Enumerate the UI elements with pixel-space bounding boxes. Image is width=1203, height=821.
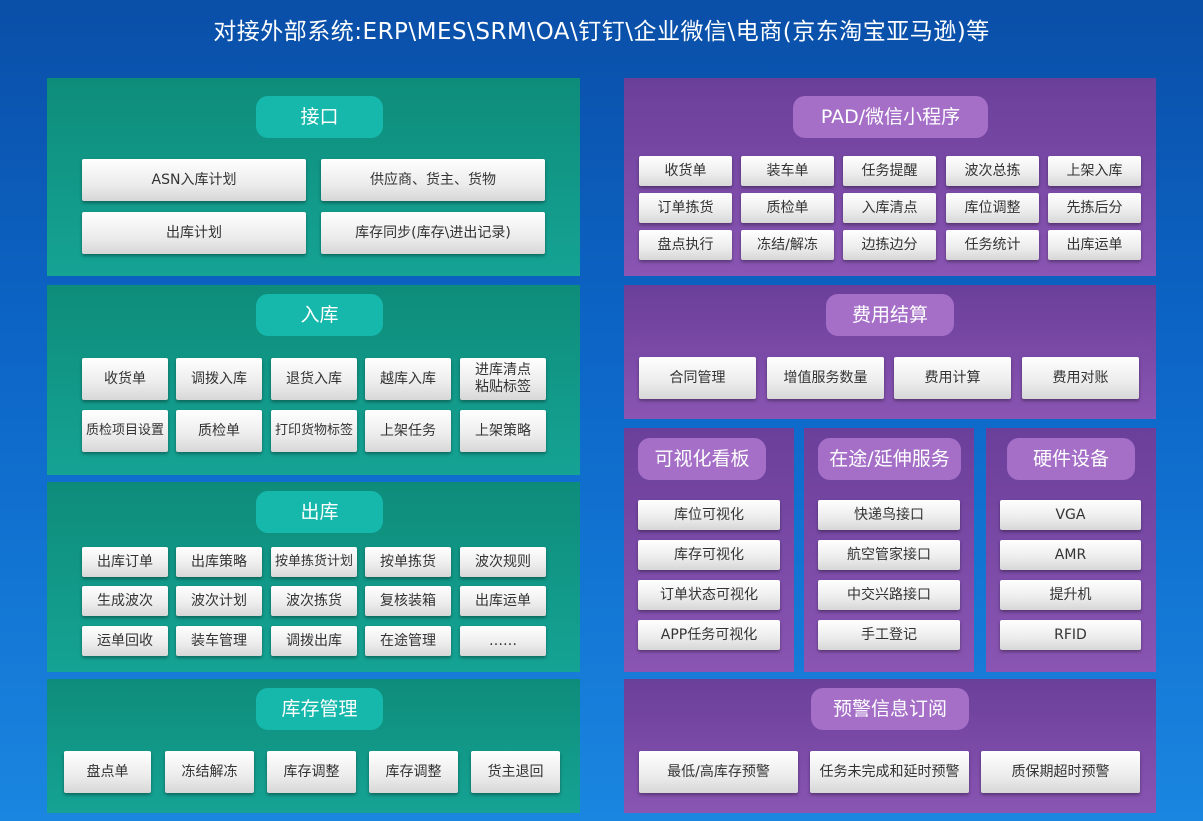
inbound-panel: 入库 收货单 调拨入库 退货入库 越库入库 进库清点粘贴标签 质检项目设置 质检… [47, 285, 580, 475]
inbound-item[interactable]: 退货入库 [271, 358, 357, 400]
alerts-header: 预警信息订阅 [811, 688, 969, 730]
outbound-item[interactable]: 出库运单 [460, 586, 546, 616]
outbound-item[interactable]: 运单回收 [82, 626, 168, 656]
transit-item[interactable]: 手工登记 [818, 620, 960, 650]
hardware-item[interactable]: AMR [1000, 540, 1141, 570]
inventory-item[interactable]: 库存调整 [369, 751, 458, 793]
outbound-item[interactable]: 按单拣货计划 [271, 547, 357, 577]
alerts-item[interactable]: 质保期超时预警 [981, 751, 1140, 793]
pad-item[interactable]: 边拣边分 [843, 230, 936, 260]
pad-item[interactable]: 质检单 [741, 193, 834, 223]
pad-item[interactable]: 先拣后分 [1048, 193, 1141, 223]
page-title: 对接外部系统:ERP\MES\SRM\OA\钉钉\企业微信\电商(京东淘宝亚马逊… [213, 19, 990, 45]
outbound-item[interactable]: 按单拣货 [365, 547, 451, 577]
inventory-item[interactable]: 库存调整 [267, 751, 356, 793]
inbound-item[interactable]: 进库清点粘贴标签 [460, 358, 546, 400]
outbound-item[interactable]: 波次计划 [176, 586, 262, 616]
pad-item[interactable]: 收货单 [639, 156, 732, 186]
dashboard-item[interactable]: 库位可视化 [638, 500, 780, 530]
interface-panel: 接口 ASN入库计划 供应商、货主、货物 出库计划 库存同步(库存\进出记录) [47, 78, 580, 276]
outbound-item[interactable]: 在途管理 [365, 626, 451, 656]
inventory-item[interactable]: 货主退回 [471, 751, 560, 793]
dashboard-item[interactable]: 库存可视化 [638, 540, 780, 570]
alerts-item[interactable]: 最低/高库存预警 [639, 751, 798, 793]
pad-item[interactable]: 订单拣货 [639, 193, 732, 223]
outbound-item[interactable]: 波次拣货 [271, 586, 357, 616]
inbound-header: 入库 [256, 294, 383, 336]
pad-item[interactable]: 波次总拣 [946, 156, 1039, 186]
outbound-item[interactable]: 调拨出库 [271, 626, 357, 656]
transit-item[interactable]: 中交兴路接口 [818, 580, 960, 610]
hardware-item[interactable]: VGA [1000, 500, 1141, 530]
inventory-panel: 库存管理 盘点单 冻结解冻 库存调整 库存调整 货主退回 [47, 679, 580, 813]
billing-item[interactable]: 增值服务数量 [767, 357, 884, 399]
billing-panel: 费用结算 合同管理 增值服务数量 费用计算 费用对账 [624, 285, 1156, 419]
dashboard-header: 可视化看板 [638, 438, 766, 480]
inbound-item[interactable]: 调拨入库 [176, 358, 262, 400]
pad-item[interactable]: 任务统计 [946, 230, 1039, 260]
interface-item[interactable]: ASN入库计划 [82, 159, 306, 201]
outbound-item[interactable]: 出库策略 [176, 547, 262, 577]
inbound-item[interactable]: 上架策略 [460, 410, 546, 452]
transit-header: 在途/延伸服务 [818, 438, 961, 480]
hardware-item[interactable]: RFID [1000, 620, 1141, 650]
inbound-item[interactable]: 质检单 [176, 410, 262, 452]
inventory-header: 库存管理 [256, 688, 383, 730]
inventory-item[interactable]: 冻结解冻 [165, 751, 254, 793]
pad-item[interactable]: 盘点执行 [639, 230, 732, 260]
billing-item[interactable]: 费用对账 [1022, 357, 1139, 399]
outbound-panel: 出库 出库订单 出库策略 按单拣货计划 按单拣货 波次规则 生成波次 波次计划 … [47, 482, 580, 672]
inbound-item[interactable]: 质检项目设置 [82, 410, 168, 452]
inbound-item[interactable]: 收货单 [82, 358, 168, 400]
pad-item[interactable]: 库位调整 [946, 193, 1039, 223]
dashboard-panel: 可视化看板 库位可视化 库存可视化 订单状态可视化 APP任务可视化 [624, 428, 794, 672]
interface-header: 接口 [256, 96, 383, 138]
outbound-item[interactable]: 生成波次 [82, 586, 168, 616]
outbound-header: 出库 [256, 491, 383, 533]
interface-item[interactable]: 供应商、货主、货物 [321, 159, 545, 201]
dashboard-item[interactable]: APP任务可视化 [638, 620, 780, 650]
pad-item[interactable]: 冻结/解冻 [741, 230, 834, 260]
inbound-item[interactable]: 打印货物标签 [271, 410, 357, 452]
inbound-item[interactable]: 上架任务 [365, 410, 451, 452]
pad-header: PAD/微信小程序 [793, 96, 988, 138]
inventory-item[interactable]: 盘点单 [64, 751, 151, 793]
transit-panel: 在途/延伸服务 快递鸟接口 航空管家接口 中交兴路接口 手工登记 [804, 428, 974, 672]
alerts-panel: 预警信息订阅 最低/高库存预警 任务未完成和延时预警 质保期超时预警 [624, 679, 1156, 813]
interface-item[interactable]: 出库计划 [82, 212, 306, 254]
outbound-item[interactable]: 波次规则 [460, 547, 546, 577]
pad-panel: PAD/微信小程序 收货单 装车单 任务提醒 波次总拣 上架入库 订单拣货 质检… [624, 78, 1156, 276]
billing-header: 费用结算 [826, 294, 954, 336]
pad-item[interactable]: 出库运单 [1048, 230, 1141, 260]
outbound-item[interactable]: 复核装箱 [365, 586, 451, 616]
hardware-header: 硬件设备 [1007, 438, 1135, 480]
pad-item[interactable]: 任务提醒 [843, 156, 936, 186]
transit-item[interactable]: 快递鸟接口 [818, 500, 960, 530]
billing-item[interactable]: 费用计算 [894, 357, 1011, 399]
pad-item[interactable]: 上架入库 [1048, 156, 1141, 186]
transit-item[interactable]: 航空管家接口 [818, 540, 960, 570]
dashboard-item[interactable]: 订单状态可视化 [638, 580, 780, 610]
billing-item[interactable]: 合同管理 [639, 357, 756, 399]
hardware-item[interactable]: 提升机 [1000, 580, 1141, 610]
pad-item[interactable]: 装车单 [741, 156, 834, 186]
outbound-item[interactable]: 出库订单 [82, 547, 168, 577]
inbound-item[interactable]: 越库入库 [365, 358, 451, 400]
pad-item[interactable]: 入库清点 [843, 193, 936, 223]
outbound-item[interactable]: …… [460, 626, 546, 656]
hardware-panel: 硬件设备 VGA AMR 提升机 RFID [986, 428, 1156, 672]
outbound-item[interactable]: 装车管理 [176, 626, 262, 656]
interface-item[interactable]: 库存同步(库存\进出记录) [321, 212, 545, 254]
alerts-item[interactable]: 任务未完成和延时预警 [810, 751, 969, 793]
